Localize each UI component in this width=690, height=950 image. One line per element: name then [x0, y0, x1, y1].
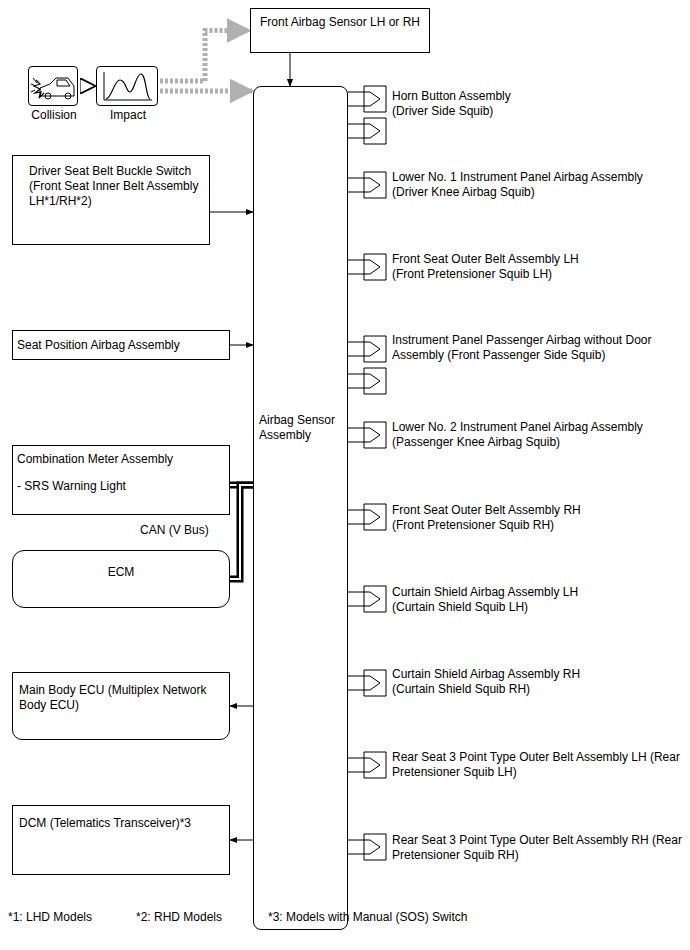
squib-symbol: [348, 336, 386, 362]
impact-arrow: [160, 31, 249, 82]
squib-symbol: [348, 422, 386, 448]
illustration-box: Impact: [96, 66, 158, 106]
squib-symbol: [348, 586, 386, 612]
squib-label: Rear Seat 3 Point Type Outer Belt Assemb…: [392, 750, 686, 780]
node-text: Combination Meter Assembly: [17, 452, 223, 467]
sensor-box: Front Airbag Sensor LH or RH: [250, 8, 430, 53]
impact-graph: [104, 72, 152, 100]
component-box: Seat Position Airbag Assembly: [12, 330, 230, 360]
squib-label: Instrument Panel Passenger Airbag withou…: [392, 333, 654, 363]
illustration-box: Collision: [28, 66, 78, 106]
squib-label: Curtain Shield Airbag Assembly RH (Curta…: [392, 667, 607, 697]
squib-symbol: [348, 834, 386, 860]
signal-arrow: [290, 53, 291, 86]
bus-label: CAN (V Bus): [140, 523, 230, 538]
squib-label: Front Seat Outer Belt Assembly RH (Front…: [392, 503, 607, 533]
impact-arrow: [160, 91, 252, 92]
squib-label: Curtain Shield Airbag Assembly LH (Curta…: [392, 585, 607, 615]
signal-arrow: [80, 86, 94, 87]
squib-label: Rear Seat 3 Point Type Outer Belt Assemb…: [392, 833, 686, 863]
ecu-box: DCM (Telematics Transceiver)*3: [12, 805, 230, 875]
node-text: Airbag Sensor Assembly: [259, 413, 341, 443]
node-text: Impact: [87, 108, 169, 123]
squib-symbol: [348, 670, 386, 696]
node-text: Driver Seat Belt Buckle Switch (Front Se…: [29, 164, 199, 209]
signal-arrow: [230, 345, 253, 346]
node-text: DCM (Telematics Transceiver)*3: [19, 816, 221, 831]
signal-arrow: [230, 706, 253, 707]
node-text: Main Body ECU (Multiplex Network Body EC…: [19, 683, 221, 713]
footnote: *3: Models with Manual (SOS) Switch: [268, 910, 568, 925]
squib-label: Front Seat Outer Belt Assembly LH (Front…: [392, 252, 607, 282]
component-box: Combination Meter Assembly - SRS Warning …: [12, 445, 230, 515]
component-box: Driver Seat Belt Buckle Switch (Front Se…: [12, 155, 210, 245]
squib-symbol: [348, 118, 386, 144]
airbag-sensor-box: Airbag Sensor Assembly: [253, 86, 348, 930]
squib-symbol: [348, 86, 386, 112]
footnote: *1: LHD Models: [8, 910, 133, 925]
ecu-box: ECM: [12, 550, 230, 608]
collision-illustration: [31, 78, 74, 99]
signal-arrow: [210, 212, 253, 213]
ecu-box: Main Body ECU (Multiplex Network Body EC…: [12, 672, 230, 740]
squib-symbol: [348, 752, 386, 778]
node-text: Seat Position Airbag Assembly: [17, 338, 223, 353]
squib-label: Horn Button Assembly (Driver Side Squib): [392, 89, 542, 119]
node-text: - SRS Warning Light: [17, 479, 223, 494]
squib-symbol: [348, 254, 386, 280]
squib-label: Lower No. 1 Instrument Panel Airbag Asse…: [392, 170, 670, 200]
node-text: ECM: [19, 565, 223, 580]
squib-symbol: [348, 368, 386, 394]
footnote: *2: RHD Models: [136, 910, 261, 925]
squib-symbol: [348, 504, 386, 530]
node-text: Front Airbag Sensor LH or RH: [257, 15, 423, 30]
squib-symbol: [348, 172, 386, 198]
node-text: Collision: [19, 108, 89, 123]
signal-arrow: [230, 840, 253, 841]
squib-label: Lower No. 2 Instrument Panel Airbag Asse…: [392, 420, 670, 450]
can-bus-line: [230, 485, 253, 579]
